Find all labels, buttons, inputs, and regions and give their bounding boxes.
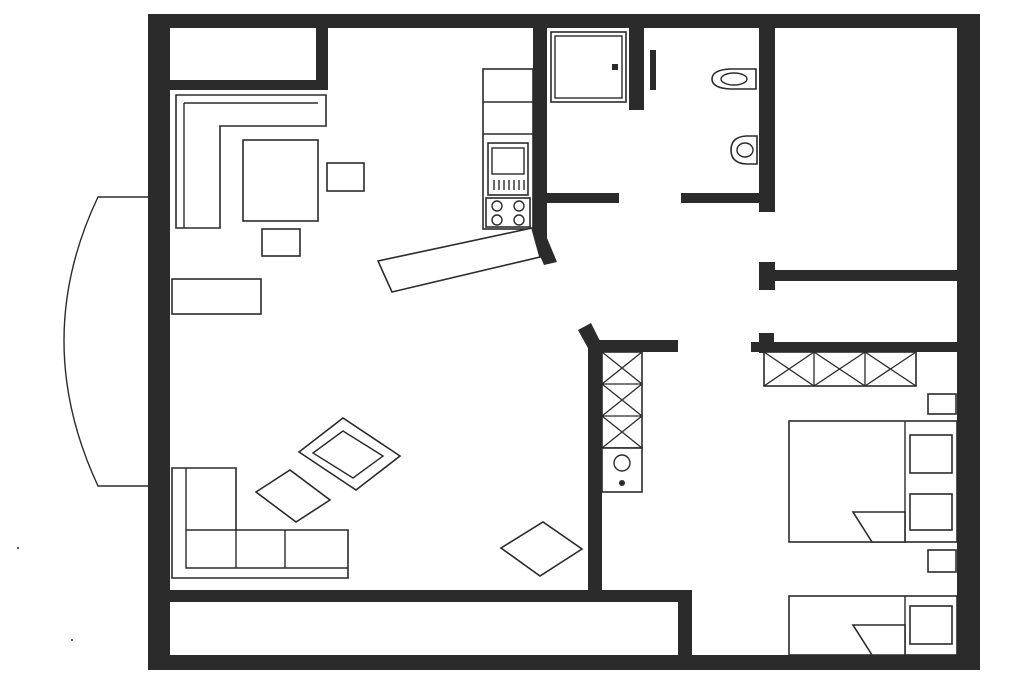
balcony-wall-end bbox=[678, 590, 692, 660]
burner-1 bbox=[491, 200, 503, 212]
towel-radiator bbox=[650, 50, 656, 90]
speck bbox=[71, 639, 73, 641]
armchair-seat bbox=[311, 430, 385, 479]
washer-drum bbox=[613, 454, 631, 472]
bath-wall-side bbox=[759, 28, 775, 212]
interior-walls bbox=[170, 28, 957, 660]
breakfast-bar bbox=[376, 227, 541, 293]
kitchen bbox=[376, 68, 541, 293]
corner-sofa bbox=[171, 467, 349, 579]
bedroom-wardrobe-cross bbox=[763, 351, 917, 387]
sofa-cushions bbox=[185, 468, 348, 569]
kitchen-wall-end bbox=[533, 238, 557, 265]
hall-wardrobe-cross bbox=[601, 351, 643, 449]
closet-wall-bottom bbox=[170, 80, 328, 90]
bedroom-wardrobe bbox=[763, 351, 917, 387]
armchair bbox=[297, 417, 402, 491]
single-bed-pillow bbox=[909, 605, 953, 645]
scan-specks bbox=[17, 547, 351, 661]
pillow-1 bbox=[909, 434, 953, 474]
toilet-seat bbox=[720, 72, 748, 86]
single-bed-fold bbox=[851, 624, 906, 656]
sideboard bbox=[171, 278, 262, 315]
wall-right bbox=[957, 14, 980, 670]
bench-seat-line bbox=[183, 102, 318, 228]
study-wall-bottom bbox=[759, 270, 957, 281]
washbasin bbox=[730, 135, 758, 165]
lounge-area bbox=[171, 417, 584, 579]
toilet bbox=[711, 68, 757, 90]
bed-cover-fold bbox=[851, 511, 906, 543]
closet-wall-right bbox=[316, 28, 328, 90]
dining-table bbox=[242, 139, 319, 222]
shower-inner bbox=[554, 35, 623, 99]
sink-drainboard bbox=[493, 180, 525, 190]
hall-wardrobe bbox=[601, 351, 643, 493]
bath-wall-left bbox=[547, 193, 619, 203]
center-wall-vertical bbox=[588, 340, 602, 592]
dining-chair-right bbox=[326, 162, 365, 192]
nightstand-top bbox=[927, 393, 957, 415]
balcony-wall bbox=[170, 590, 692, 602]
speck bbox=[17, 547, 19, 549]
burner-4 bbox=[513, 214, 525, 226]
side-table bbox=[499, 521, 584, 577]
burner-2 bbox=[513, 200, 525, 212]
wall-left bbox=[148, 14, 170, 670]
washer-knob bbox=[619, 480, 625, 486]
bay-window bbox=[63, 196, 148, 487]
bathroom bbox=[550, 31, 758, 165]
coffee-table bbox=[254, 469, 332, 523]
wall-bottom bbox=[148, 655, 980, 670]
bedroom bbox=[788, 393, 958, 656]
center-wall-top bbox=[588, 340, 678, 352]
nightstand-bottom bbox=[927, 549, 957, 573]
exterior-walls bbox=[148, 14, 980, 670]
shower-drain bbox=[612, 64, 618, 70]
washbasin-bowl bbox=[736, 142, 754, 158]
burner-3 bbox=[491, 214, 503, 226]
corner-bench bbox=[175, 94, 327, 229]
dining-area bbox=[171, 94, 365, 315]
speck bbox=[349, 659, 351, 661]
dining-chair-bottom bbox=[261, 228, 301, 257]
bath-wall-right bbox=[681, 193, 763, 203]
sink-basin bbox=[491, 147, 525, 175]
wall-top bbox=[148, 14, 980, 28]
pillow-2 bbox=[909, 493, 953, 531]
bedroom-wall-top bbox=[751, 342, 957, 352]
kitchen-wall bbox=[533, 28, 547, 248]
counter-dividers bbox=[483, 101, 533, 135]
shower-wall bbox=[629, 28, 644, 110]
